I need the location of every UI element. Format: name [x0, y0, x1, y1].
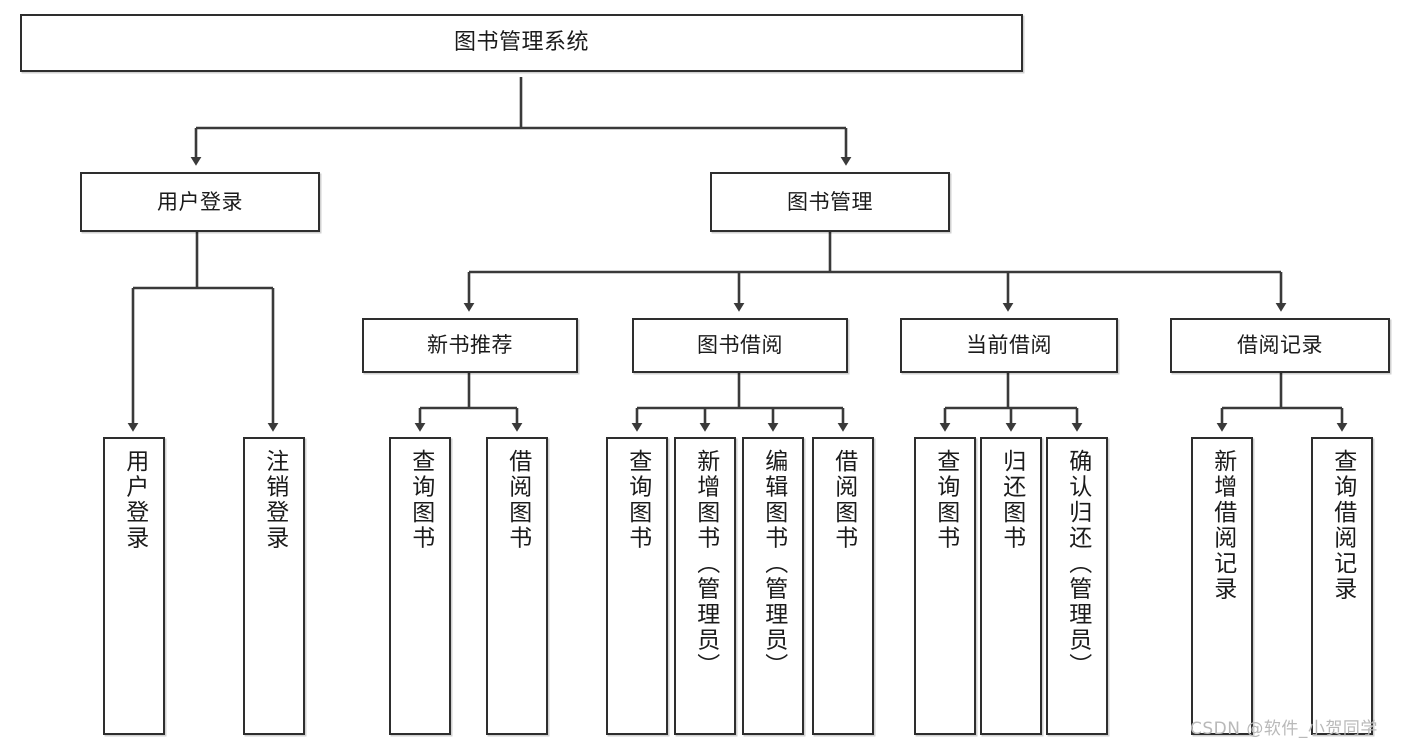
- leaf-user-login[interactable]: 用户登录: [103, 437, 165, 735]
- leaf-query-book-3-label: 查询图书: [932, 449, 959, 551]
- leaf-logout-login[interactable]: 注销登录: [243, 437, 305, 735]
- leaf-return-book[interactable]: 归还图书: [980, 437, 1042, 735]
- leaf-query-book-1-label: 查询图书: [407, 449, 434, 551]
- node-current-borrow[interactable]: 当前借阅: [900, 318, 1118, 373]
- leaf-edit-book[interactable]: 编辑图书（管理员）: [742, 437, 804, 735]
- csdn-watermark: CSDN @软件_小贺同学: [1190, 719, 1378, 739]
- leaf-user-login-label: 用户登录: [121, 449, 148, 551]
- leaf-add-record[interactable]: 新增借阅记录: [1191, 437, 1253, 735]
- node-new-book-recommend-label: 新书推荐: [427, 333, 513, 358]
- leaf-borrow-book-1[interactable]: 借阅图书: [486, 437, 548, 735]
- leaf-query-book-2[interactable]: 查询图书: [606, 437, 668, 735]
- leaf-query-record[interactable]: 查询借阅记录: [1311, 437, 1373, 735]
- node-book-manage-label: 图书管理: [787, 189, 873, 214]
- leaf-logout-login-label: 注销登录: [261, 449, 288, 551]
- node-root[interactable]: 图书管理系统: [20, 14, 1023, 72]
- node-borrow-record[interactable]: 借阅记录: [1170, 318, 1390, 373]
- leaf-query-book-1[interactable]: 查询图书: [389, 437, 451, 735]
- leaf-query-book-3[interactable]: 查询图书: [914, 437, 976, 735]
- node-borrow-record-label: 借阅记录: [1237, 333, 1323, 358]
- node-user-login[interactable]: 用户登录: [80, 172, 320, 232]
- leaf-borrow-book-2[interactable]: 借阅图书: [812, 437, 874, 735]
- leaf-query-book-2-label: 查询图书: [624, 449, 651, 551]
- leaf-return-book-label: 归还图书: [998, 449, 1025, 551]
- node-book-borrow[interactable]: 图书借阅: [632, 318, 848, 373]
- leaf-confirm-return[interactable]: 确认归还（管理员）: [1046, 437, 1108, 735]
- node-new-book-recommend[interactable]: 新书推荐: [362, 318, 578, 373]
- leaf-borrow-book-1-label: 借阅图书: [504, 449, 531, 551]
- leaf-add-book[interactable]: 新增图书（管理员）: [674, 437, 736, 735]
- node-user-login-label: 用户登录: [157, 189, 243, 214]
- node-root-label: 图书管理系统: [453, 30, 589, 56]
- node-book-manage[interactable]: 图书管理: [710, 172, 950, 232]
- leaf-add-book-label: 新增图书（管理员）: [692, 449, 719, 679]
- leaf-query-record-label: 查询借阅记录: [1329, 449, 1356, 602]
- leaf-borrow-book-2-label: 借阅图书: [830, 449, 857, 551]
- leaf-add-record-label: 新增借阅记录: [1209, 449, 1236, 602]
- node-current-borrow-label: 当前借阅: [966, 333, 1052, 358]
- node-book-borrow-label: 图书借阅: [697, 333, 783, 358]
- leaf-confirm-return-label: 确认归还（管理员）: [1064, 449, 1091, 679]
- leaf-edit-book-label: 编辑图书（管理员）: [760, 449, 787, 679]
